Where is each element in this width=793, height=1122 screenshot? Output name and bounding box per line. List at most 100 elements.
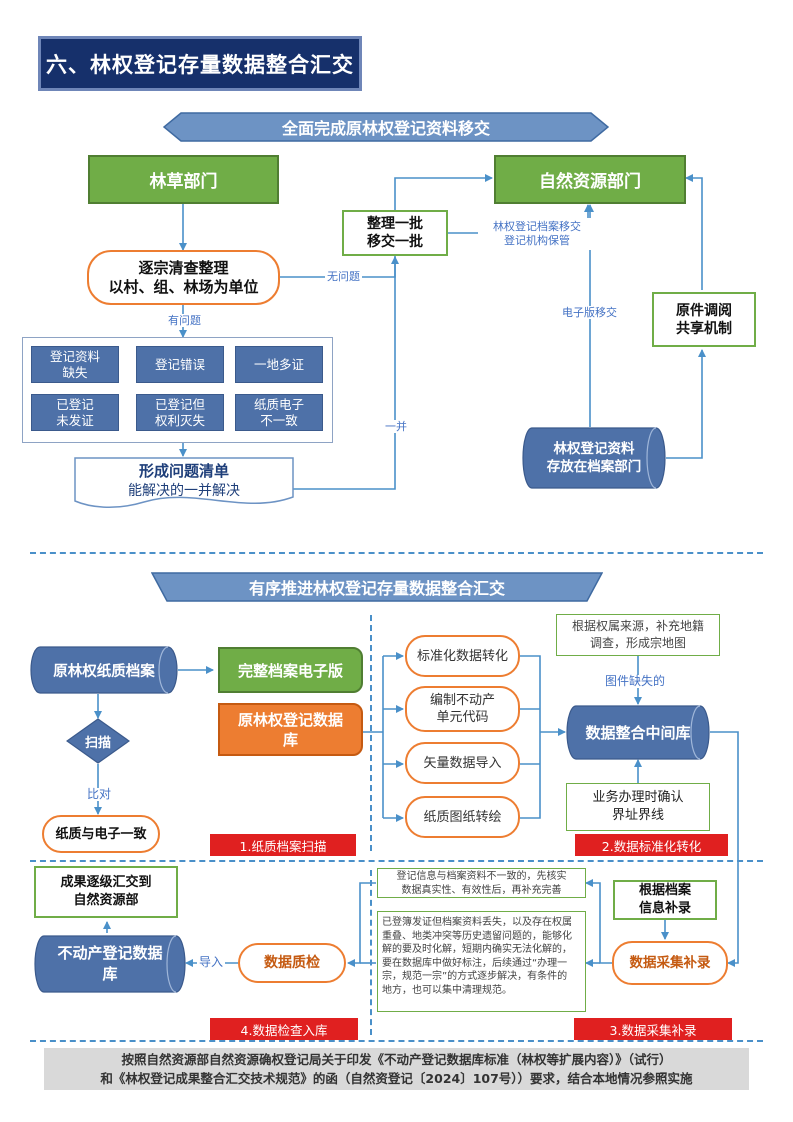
cunfang-cylinder: 林权登记资料 存放在档案部门 — [522, 427, 666, 489]
yuandb-line1: 原林权登记数据 — [237, 710, 343, 729]
budongchan-line2: 库 — [102, 965, 118, 983]
issue-text: 未发证 — [56, 412, 94, 428]
step-vector: 矢量数据导入 — [405, 742, 520, 784]
zhengli-line2: 移交一批 — [367, 234, 423, 250]
saomiao-text: 扫描 — [84, 735, 111, 751]
issue-text: 已登记但 — [154, 396, 205, 412]
note-mid2-line: 解的要及时化解，短期内确实无法化解的， — [382, 944, 572, 955]
yijiao-line1: 林权登记档案移交 — [493, 220, 581, 233]
dianzi-label: 电子版移交 — [560, 306, 619, 319]
issue-tile: 登记资料 缺失 — [31, 346, 119, 383]
yuanjian-line2: 共享机制 — [676, 320, 732, 337]
caiji-pill: 数据采集补录 — [612, 941, 728, 985]
issue-text: 一地多证 — [253, 356, 304, 372]
daoru-label: 导入 — [197, 955, 226, 969]
issue-text: 缺失 — [62, 364, 88, 380]
issue-tile: 登记错误 — [136, 346, 224, 383]
yuanjian-line1: 原件调阅 — [676, 302, 732, 319]
qingdan-document: 形成问题清单 能解决的一并解决 — [74, 457, 294, 511]
saomiao-diamond: 扫描 — [66, 718, 130, 764]
issue-tile: 已登记 未发证 — [31, 394, 119, 431]
vertical-divider-lower — [370, 870, 372, 1035]
issue-text: 登记错误 — [154, 356, 205, 372]
middle-db-cylinder: 数据整合中间库 — [566, 705, 710, 760]
issue-text: 不一致 — [260, 412, 298, 428]
banner-shape — [151, 572, 603, 602]
note-mid2-line: 重叠、地类冲突等历史遗留问题的，能够化 — [382, 930, 572, 942]
middle-db-text: 数据整合中间库 — [585, 724, 691, 742]
section2-banner: 有序推进林权登记存量数据整合汇交 — [151, 572, 603, 602]
footer-note: 按照自然资源部自然资源确权登记局关于印发《不动产登记数据库标准（林权等扩展内容）… — [44, 1048, 749, 1090]
budongchan-line1: 不动产登记数据 — [57, 944, 163, 962]
cylinder-shape — [34, 935, 186, 993]
note-mid2-line: 地方，也可以集中清理规范。 — [382, 984, 512, 996]
note-top-line2: 调查，形成宗地图 — [589, 636, 686, 650]
ziran-department: 自然资源部门 — [494, 155, 686, 204]
zhuzong-pill: 逐宗清查整理 以村、组、林场为单位 — [87, 250, 280, 305]
cylinder-shape — [522, 427, 666, 489]
divider-3 — [30, 1040, 763, 1042]
wuwenti-label: 无问题 — [325, 270, 362, 283]
qingdan-text: 形成问题清单 能解决的一并解决 — [74, 461, 294, 501]
section2-banner-text: 有序推进林权登记存量数据整合汇交 — [248, 579, 505, 598]
divider-1 — [30, 552, 763, 554]
step-label-2: 2.数据标准化转化 — [575, 834, 728, 856]
page-title: 六、林权登记存量数据整合汇交 — [38, 36, 362, 91]
diamond-shape — [66, 718, 130, 764]
section1-banner-text: 全面完成原林权登记资料移交 — [281, 119, 490, 138]
zhengli-box: 整理一批 移交一批 — [342, 210, 448, 256]
zhuzong-line2: 以村、组、林场为单位 — [108, 277, 259, 296]
chengguo-box: 成果逐级汇交到 自然资源部 — [34, 866, 178, 918]
banner-shape — [163, 112, 609, 142]
yuandb-box: 原林权登记数据 库 — [218, 703, 363, 756]
note-mid2-line: 要在数据库中做好标注，后续通过“办理一 — [382, 957, 568, 969]
step-code: 编制不动产 单元代码 — [405, 686, 520, 732]
document-shape — [74, 457, 294, 509]
genju-line2: 信息补录 — [638, 901, 691, 916]
step-redraw: 纸质图纸转绘 — [405, 796, 520, 838]
note-top-line1: 根据权属来源，补充地籍 — [571, 619, 704, 633]
paper-archive-text: 原林权纸质档案 — [53, 663, 155, 680]
genju-line1: 根据档案 — [638, 883, 691, 898]
step-label-3: 3.数据采集补录 — [574, 1018, 732, 1040]
budongchan-cylinder: 不动产登记数据 库 — [34, 935, 186, 993]
step-code-line1: 编制不动产 — [429, 693, 495, 708]
note-mid1: 登记信息与档案资料不一致的，先核实 数据真实性、有效性后，再补充完善 — [377, 868, 586, 898]
issue-text: 已登记 — [56, 396, 94, 412]
footer-line1: 按照自然资源部自然资源确权登记局关于印发《不动产登记数据库标准（林权等扩展内容）… — [121, 1052, 672, 1067]
footer-line2: 和《林权登记成果整合汇交技术规范》的函（自然资登记〔2024〕107号））要求，… — [100, 1071, 693, 1086]
chengguo-line1: 成果逐级汇交到 — [60, 875, 152, 890]
note-mid2: 已登簿发证但档案资料丢失，以及存在权属 重叠、地类冲突等历史遗留问题的，能够化 … — [377, 911, 586, 1012]
note-mid2-line: 宗，规范一宗”的方式逐步解决，有条件的 — [382, 971, 568, 982]
issue-tile: 一地多证 — [235, 346, 323, 383]
qingdan-sub: 能解决的一并解决 — [128, 483, 240, 499]
yibing-label: 一并 — [383, 420, 409, 433]
step-label-4: 4.数据检查入库 — [210, 1018, 358, 1040]
chengguo-line2: 自然资源部 — [73, 893, 139, 908]
wanzheng-text: 完整档案电子版 — [237, 661, 343, 680]
zhuzong-line1: 逐宗清查整理 — [138, 258, 229, 277]
qingdan-title: 形成问题清单 — [138, 462, 229, 480]
genju-box: 根据档案 信息补录 — [613, 880, 717, 920]
yizhi-pill: 纸质与电子一致 — [42, 815, 160, 853]
yuandb-line2: 库 — [282, 730, 298, 749]
issue-text: 权利灭失 — [154, 412, 205, 428]
cunfang-line1: 林权登记资料 — [553, 441, 635, 457]
step-standard: 标准化数据转化 — [405, 635, 520, 677]
paper-archive-cylinder: 原林权纸质档案 — [30, 646, 178, 694]
linchao-department: 林草部门 — [88, 155, 279, 204]
yewu-line2: 界址界线 — [611, 808, 664, 823]
yuanjian-box: 原件调阅 共享机制 — [652, 292, 756, 347]
section1-banner: 全面完成原林权登记资料移交 — [163, 112, 609, 142]
yijiao-note: 林权登记档案移交 登记机构保管 — [478, 218, 596, 250]
step-code-line2: 单元代码 — [436, 710, 489, 725]
wanzheng-box: 完整档案电子版 — [218, 647, 363, 693]
cunfang-line2: 存放在档案部门 — [546, 459, 642, 475]
bidui-label: 比对 — [85, 787, 114, 801]
note-mid1-line1: 登记信息与档案资料不一致的，先核实 — [396, 871, 567, 882]
zhengli-line1: 整理一批 — [367, 216, 423, 232]
yewu-box: 业务办理时确认 界址界线 — [566, 783, 710, 831]
vertical-divider — [370, 615, 372, 851]
issue-text: 登记资料 — [49, 348, 100, 364]
yewu-line1: 业务办理时确认 — [592, 790, 684, 805]
